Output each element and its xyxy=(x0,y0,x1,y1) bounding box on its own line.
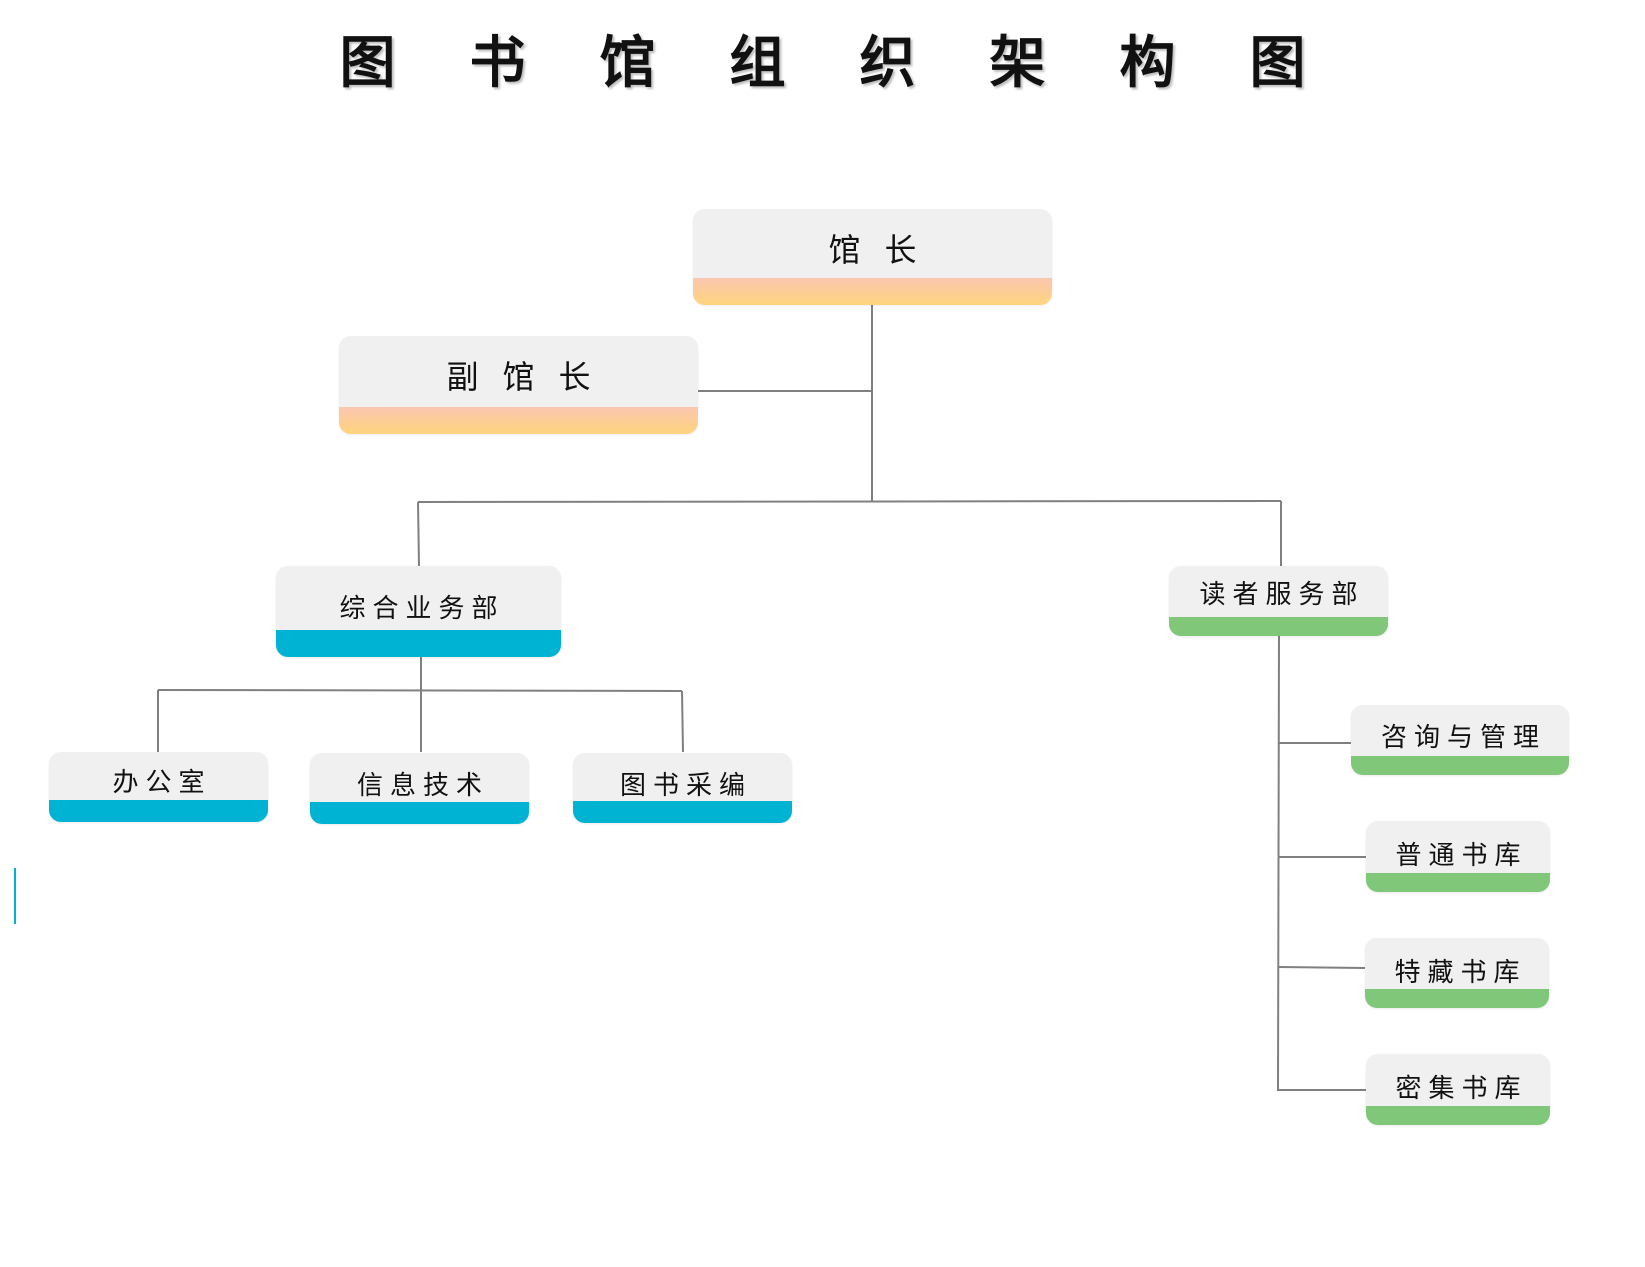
node-deputy-director-band xyxy=(339,407,698,434)
connector-special-collections xyxy=(1278,966,1366,969)
connector-reader-trunk xyxy=(1277,632,1280,1092)
node-general-stacks-label: 普通书库 xyxy=(1395,841,1528,871)
node-deputy-director-label: 副馆长 xyxy=(446,358,615,396)
node-special-collections-band xyxy=(1365,989,1549,1008)
node-office: 办公室 xyxy=(49,752,268,822)
node-general-affairs-dept-band xyxy=(276,630,561,657)
org-connectors xyxy=(157,304,1366,1092)
connector-departments-bus xyxy=(417,500,1282,503)
node-acquisition-cataloging: 图书采编 xyxy=(573,753,792,823)
node-director-band xyxy=(693,278,1052,305)
node-office-label: 办公室 xyxy=(112,768,212,798)
chart-title: 图书馆组织架构图 xyxy=(339,31,1380,96)
node-compact-stacks: 密集书库 xyxy=(1366,1054,1550,1125)
node-office-band xyxy=(49,800,268,822)
node-information-technology-band xyxy=(310,802,529,824)
node-acquisition-cataloging-label: 图书采编 xyxy=(619,771,752,801)
node-acquisition-cataloging-band xyxy=(573,801,792,823)
connector-units-bus xyxy=(157,689,683,692)
connector-acquisition xyxy=(681,690,684,753)
node-reader-services-dept-band xyxy=(1169,617,1388,636)
node-deputy-director: 副馆长 xyxy=(339,336,698,434)
node-compact-stacks-band xyxy=(1366,1106,1550,1125)
node-director-label: 馆长 xyxy=(828,231,941,269)
node-general-affairs-dept-label: 综合业务部 xyxy=(339,594,505,624)
node-general-affairs-dept: 综合业务部 xyxy=(276,566,561,657)
node-general-stacks: 普通书库 xyxy=(1366,821,1550,892)
node-special-collections: 特藏书库 xyxy=(1365,938,1549,1008)
node-consulting-management-label: 咨询与管理 xyxy=(1380,723,1546,753)
node-information-technology: 信息技术 xyxy=(310,753,529,824)
node-special-collections-label: 特藏书库 xyxy=(1394,958,1527,988)
connector-general-affairs xyxy=(417,501,420,567)
node-general-stacks-band xyxy=(1366,873,1550,892)
node-reader-services-dept-label: 读者服务部 xyxy=(1199,580,1365,610)
node-consulting-management: 咨询与管理 xyxy=(1351,705,1569,775)
node-compact-stacks-label: 密集书库 xyxy=(1395,1074,1528,1104)
node-information-technology-label: 信息技术 xyxy=(356,771,489,801)
node-consulting-management-band xyxy=(1351,756,1569,775)
node-director: 馆长 xyxy=(693,209,1052,305)
node-reader-services-dept: 读者服务部 xyxy=(1169,566,1388,636)
